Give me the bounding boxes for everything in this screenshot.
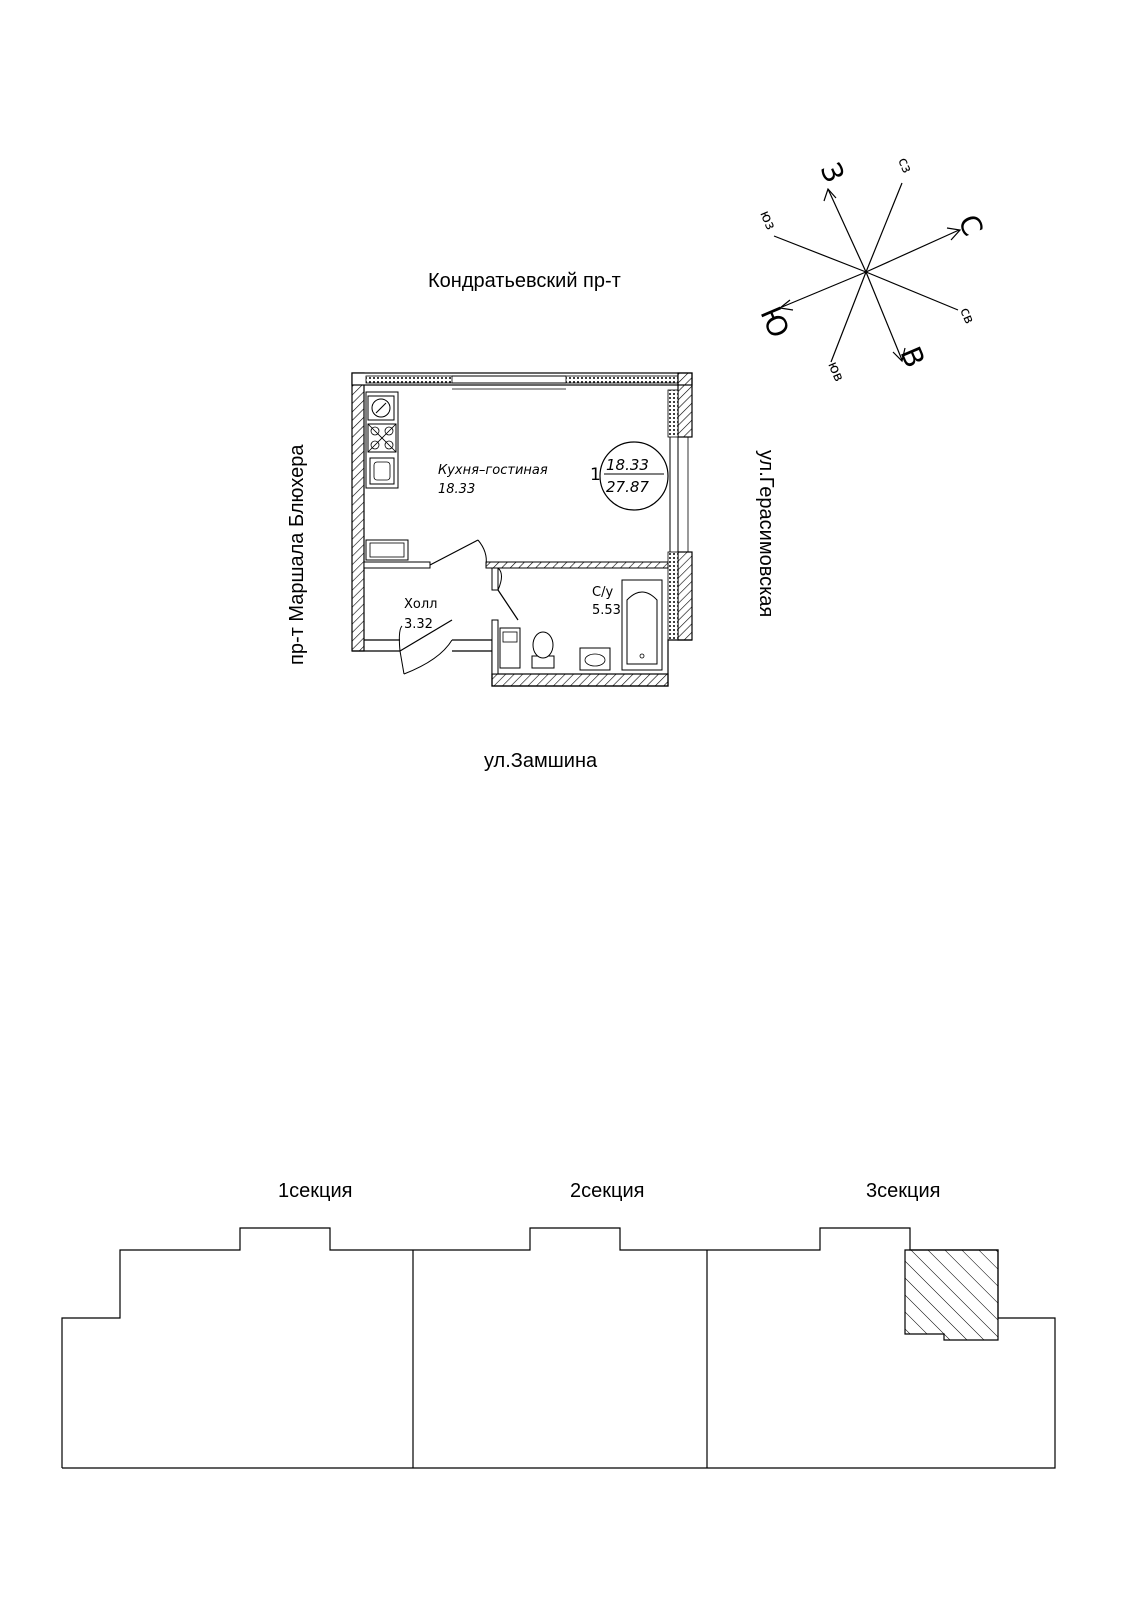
compass-axis-north-south: [865, 229, 960, 273]
floor-plan: [351, 372, 693, 687]
wall-left: [351, 372, 365, 652]
arrow-north-icon: [946, 227, 962, 241]
living-area: 18.33: [606, 456, 649, 474]
apartment-location-marker: [904, 1249, 999, 1341]
kitchen-door: [429, 539, 479, 566]
compass-nw-label: сз: [894, 155, 915, 175]
room-area-bathroom: 5.53: [592, 603, 621, 618]
area-marker: [599, 441, 669, 511]
room-name-bathroom: С/у: [592, 585, 613, 600]
room-name-kitchen: Кухня–гостиная: [438, 463, 548, 478]
compass-ne-label: св: [956, 305, 977, 326]
section-3-label: 3секция: [866, 1180, 941, 1202]
washbasin-icon: [579, 647, 611, 671]
compass-axis-east-west: [827, 188, 867, 273]
compass: [773, 182, 962, 363]
compass-sw-label: юз: [756, 208, 778, 232]
compass-north-label: С: [952, 210, 990, 241]
room-name-hall: Холл: [404, 597, 437, 612]
compass-se-label: юв: [824, 359, 847, 384]
arrow-west-icon: [823, 187, 837, 202]
partition-vertical: [491, 567, 499, 591]
street-bottom-label: ул.Замшина: [484, 750, 598, 772]
arrow-east-icon: [892, 347, 906, 363]
section-1-label: 1секция: [278, 1180, 353, 1202]
wall-right-lower: [677, 551, 693, 641]
plan-labels: 1 18.33 27.87 Кухня–гостиная 18.33 Холл …: [404, 456, 649, 632]
street-right-label: ул.Герасимовская: [755, 450, 777, 618]
compass-axis-se: [830, 271, 867, 363]
total-area: 27.87: [606, 478, 649, 496]
street-left-label: пр-т Маршала Блюхера: [286, 444, 308, 665]
toilet-icon: [531, 631, 555, 669]
section-2-label: 2секция: [570, 1180, 645, 1202]
bathroom-door: [497, 589, 519, 621]
apartment-number: 1: [590, 465, 601, 485]
entrance-door: [399, 619, 453, 652]
partition-horizontal: [485, 561, 669, 569]
room-area-hall: 3.32: [404, 617, 433, 632]
wall-bottom: [491, 673, 669, 687]
room-area-kitchen: 18.33: [438, 482, 475, 497]
compass-axis-nw: [865, 182, 903, 273]
fridge-icon: [365, 539, 409, 561]
compass-axis-ne: [865, 271, 959, 311]
compass-axis-sw: [773, 235, 867, 273]
bathtub-icon: [621, 579, 663, 671]
wall-right-upper: [677, 372, 693, 438]
street-top-label: Кондратьевский пр-т: [428, 270, 621, 292]
building-key-plan: [61, 1227, 1056, 1469]
washer-icon: [499, 627, 521, 669]
compass-west-label: З: [814, 158, 851, 187]
arrow-south-icon: [778, 299, 794, 311]
compass-south-label: Ю: [754, 302, 796, 343]
compass-east-label: В: [894, 342, 932, 373]
